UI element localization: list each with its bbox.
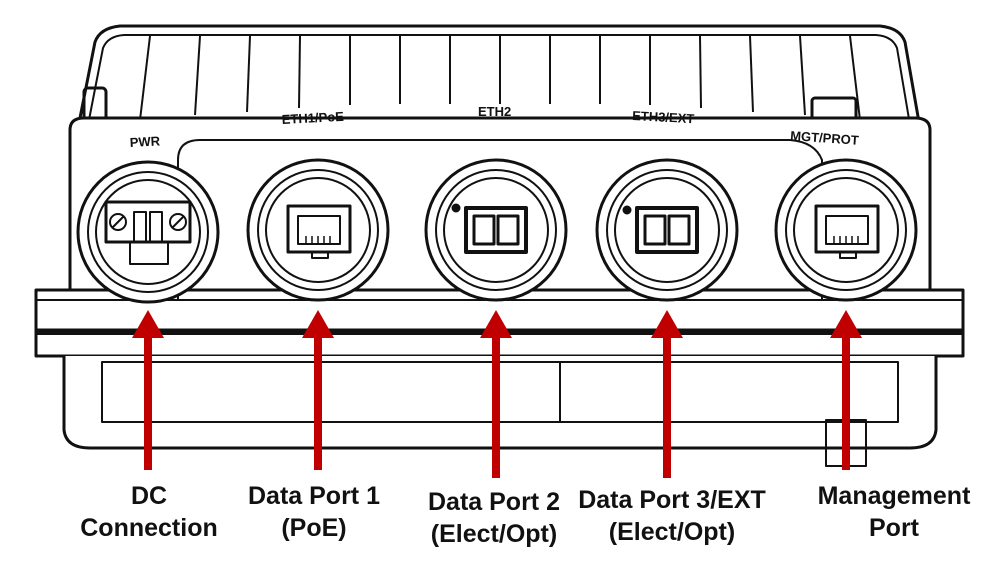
label-line: Port: [869, 514, 919, 542]
label-line: DC: [130, 482, 168, 510]
arrow-mgmt: [830, 310, 862, 470]
label-line: Data Port 1: [248, 482, 380, 510]
silk-eth3: ETH3/EXT: [632, 108, 695, 126]
arrow-data1: [302, 310, 334, 470]
mgt-rj45-port: [774, 158, 918, 302]
label-dc-connection: DC Connection: [54, 480, 244, 544]
eth3-sfp-port: [595, 158, 739, 302]
label-line: Connection: [80, 514, 218, 542]
label-line: Data Port 3/EXT: [578, 486, 766, 514]
label-line: Management: [817, 482, 971, 510]
eth2-sfp-port: [424, 158, 568, 302]
arrow-data2: [480, 310, 512, 478]
label-line: (Elect/Opt): [608, 518, 736, 546]
label-data-port-1: Data Port 1 (PoE): [214, 480, 414, 544]
eth1-rj45-port: [246, 158, 390, 302]
label-management-port: Management Port: [794, 480, 994, 544]
silk-pwr: PWR: [129, 133, 161, 150]
silk-eth1: ETH1/PoE: [281, 109, 344, 127]
heatsink-lid: [76, 24, 922, 130]
label-line: (Elect/Opt): [430, 520, 558, 548]
label-data-port-3: Data Port 3/EXT (Elect/Opt): [562, 484, 782, 548]
arrow-data3: [651, 310, 683, 478]
arrow-dc: [132, 310, 164, 470]
silk-mgt: MGT/PROT: [790, 128, 860, 148]
dc-terminal-port: [76, 160, 220, 304]
label-line: (PoE): [281, 514, 347, 542]
silk-eth2: ETH2: [478, 104, 511, 119]
label-data-port-2: Data Port 2 (Elect/Opt): [394, 486, 594, 550]
label-line: Data Port 2: [428, 488, 560, 516]
